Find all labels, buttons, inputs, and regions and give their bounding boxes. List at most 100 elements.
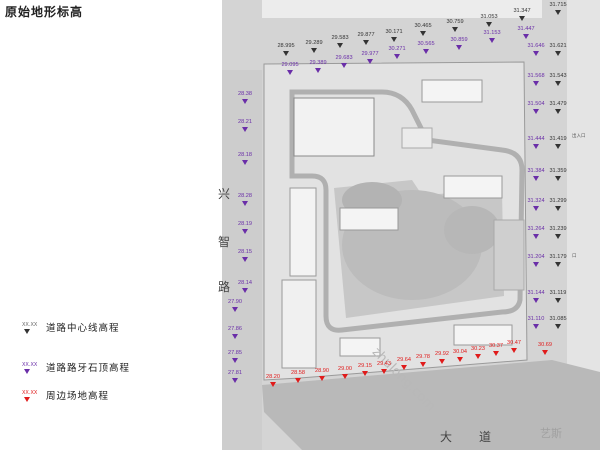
surrounding-elevation-label: 28.90	[315, 368, 329, 374]
centerline-elevation-label: 31.053	[480, 14, 498, 20]
triangle-marker-icon	[319, 376, 325, 381]
triangle-marker-icon	[24, 329, 30, 334]
entrance-short-label: 口	[572, 254, 577, 259]
triangle-marker-icon	[555, 262, 561, 267]
curb-elevation-label: 27.90	[228, 299, 242, 305]
curb-elevation-label: 31.646	[527, 43, 545, 49]
triangle-marker-icon	[242, 99, 248, 104]
legend-code: XX.XX	[22, 390, 38, 396]
curb-elevation-label: 28.21	[238, 119, 252, 125]
triangle-marker-icon	[555, 324, 561, 329]
triangle-marker-icon	[533, 298, 539, 303]
triangle-marker-icon	[342, 374, 348, 379]
surrounding-elevation-label: 29.15	[358, 363, 372, 369]
surrounding-elevation-label: 30.04	[453, 349, 467, 355]
triangle-marker-icon	[381, 369, 387, 374]
page-title: 原始地形标高	[5, 5, 84, 19]
road-name-left-1: 兴	[218, 187, 231, 201]
triangle-marker-icon	[362, 371, 368, 376]
surrounding-elevation-label: 30.69	[538, 342, 552, 348]
centerline-elevation-label: 31.715	[549, 2, 567, 8]
triangle-marker-icon	[242, 257, 248, 262]
centerline-elevation-label: 31.239	[549, 226, 567, 232]
triangle-marker-icon	[533, 262, 539, 267]
legend-label: 道路中心线高程	[46, 323, 120, 334]
surrounding-elevation-label: 28.58	[291, 370, 305, 376]
curb-elevation-label: 30.565	[417, 41, 435, 47]
centerline-elevation-label: 31.119	[549, 290, 567, 296]
centerline-elevation-label: 31.621	[549, 43, 567, 49]
triangle-marker-icon	[311, 48, 317, 53]
centerline-elevation-label: 29.583	[331, 35, 349, 41]
triangle-marker-icon	[242, 229, 248, 234]
curb-elevation-label: 27.85	[228, 350, 242, 356]
triangle-marker-icon	[367, 59, 373, 64]
curb-elevation-label: 31.447	[517, 26, 535, 32]
centerline-elevation-label: 31.347	[513, 8, 531, 14]
curb-elevation-label: 30.859	[450, 37, 468, 43]
triangle-marker-icon	[542, 350, 548, 355]
centerline-elevation-label: 30.465	[414, 23, 432, 29]
surrounding-elevation-label: 28.20	[266, 374, 280, 380]
centerline-elevation-label: 28.995	[277, 43, 295, 49]
triangle-marker-icon	[24, 369, 30, 374]
surrounding-elevation-label: 29.43	[377, 361, 391, 367]
curb-elevation-label: 29.683	[335, 55, 353, 61]
triangle-marker-icon	[533, 51, 539, 56]
curb-elevation-label: 30.271	[388, 46, 406, 52]
centerline-elevation-label: 31.359	[549, 168, 567, 174]
surrounding-elevation-label: 30.47	[507, 340, 521, 346]
triangle-marker-icon	[555, 51, 561, 56]
triangle-marker-icon	[242, 127, 248, 132]
curb-elevation-label: 31.568	[527, 73, 545, 79]
triangle-marker-icon	[519, 16, 525, 21]
legend-label: 道路路牙石顶高程	[46, 363, 131, 374]
triangle-marker-icon	[287, 70, 293, 75]
centerline-elevation-label: 30.759	[446, 19, 464, 25]
triangle-marker-icon	[337, 43, 343, 48]
road-name-left-3: 路	[218, 280, 231, 294]
surrounding-elevation-label: 29.00	[338, 366, 352, 372]
centerline-elevation-label: 31.085	[549, 316, 567, 322]
centerline-elevation-label: 31.479	[549, 101, 567, 107]
triangle-marker-icon	[555, 109, 561, 114]
triangle-marker-icon	[533, 324, 539, 329]
triangle-marker-icon	[511, 348, 517, 353]
triangle-marker-icon	[533, 234, 539, 239]
curb-elevation-label: 31.264	[527, 226, 545, 232]
legend-panel: 原始地形标高 XX.XX 道路中心线高程 XX.XX 道路路牙石顶高程 XX.X…	[0, 0, 222, 450]
triangle-marker-icon	[420, 362, 426, 367]
centerline-elevation-label: 31.299	[549, 198, 567, 204]
curb-elevation-label: 31.144	[527, 290, 545, 296]
curb-elevation-label: 31.324	[527, 198, 545, 204]
curb-elevation-label: 31.444	[527, 136, 545, 142]
triangle-marker-icon	[456, 45, 462, 50]
site-plan-drawing	[222, 0, 600, 450]
triangle-marker-icon	[439, 359, 445, 364]
triangle-marker-icon	[363, 40, 369, 45]
triangle-marker-icon	[493, 351, 499, 356]
triangle-marker-icon	[555, 176, 561, 181]
triangle-marker-icon	[533, 81, 539, 86]
curb-elevation-label: 31.153	[483, 30, 501, 36]
centerline-elevation-label: 31.543	[549, 73, 567, 79]
triangle-marker-icon	[242, 201, 248, 206]
centerline-elevation-label: 30.171	[385, 29, 403, 35]
surrounding-elevation-label: 29.64	[397, 357, 411, 363]
legend-code: XX.XX	[22, 322, 38, 328]
curb-elevation-label: 27.81	[228, 370, 242, 376]
curb-elevation-label: 31.504	[527, 101, 545, 107]
curb-elevation-label: 31.204	[527, 254, 545, 260]
triangle-marker-icon	[232, 378, 238, 383]
surrounding-elevation-label: 30.23	[471, 346, 485, 352]
triangle-marker-icon	[533, 176, 539, 181]
triangle-marker-icon	[555, 298, 561, 303]
centerline-elevation-label: 29.289	[305, 40, 323, 46]
triangle-marker-icon	[457, 357, 463, 362]
triangle-marker-icon	[486, 22, 492, 27]
triangle-marker-icon	[533, 144, 539, 149]
curb-elevation-label: 27.86	[228, 326, 242, 332]
curb-elevation-label: 28.15	[238, 249, 252, 255]
surrounding-elevation-label: 30.37	[489, 343, 503, 349]
centerline-elevation-label: 31.179	[549, 254, 567, 260]
